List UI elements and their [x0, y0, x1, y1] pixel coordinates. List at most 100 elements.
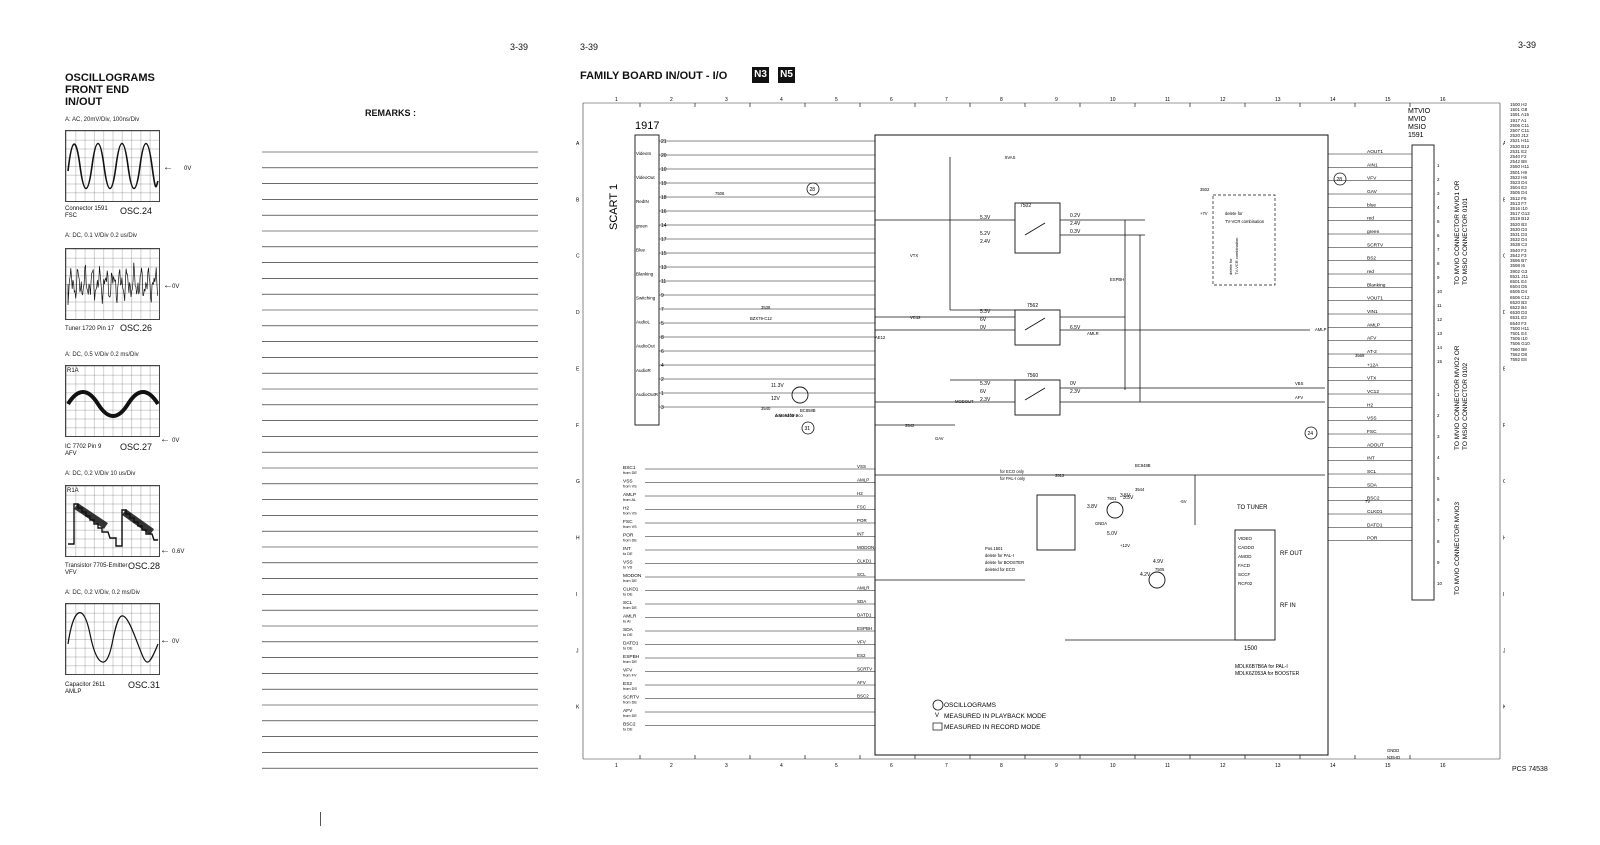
left-signal-source: from DE	[623, 606, 637, 610]
schematic-note: 3512	[1055, 473, 1065, 478]
scart-group-label: AudioL	[636, 320, 651, 325]
schematic-note: AMLP	[1315, 327, 1327, 332]
right-signal-label: VTX	[1367, 376, 1377, 382]
grid-column-label: 12	[1220, 97, 1226, 103]
osc-source-line: VFV	[65, 570, 77, 576]
schematic-note: deleted for ECO	[985, 567, 1016, 572]
left-signal-label: SCL	[623, 600, 633, 606]
bus-signal-label: BSC2	[857, 694, 869, 699]
grid-row-label: E	[576, 366, 580, 372]
scart-groups: VideoInVideoOutRedINgreenBlueBlankingSwi…	[636, 151, 659, 397]
schematic-note: 3538	[761, 305, 771, 310]
index-entry: 7500 H11	[1510, 325, 1530, 331]
left-signal-source: from VS	[623, 512, 637, 516]
oscillogram-screen	[65, 130, 160, 202]
scart-group-label: Switching	[636, 296, 656, 301]
osc-ref-circle-icon	[1304, 426, 1318, 440]
left-signal-label: ES2	[623, 681, 632, 687]
legend: OSCILLOGRAMS V MEASURED IN PLAYBACK MODE…	[932, 699, 1047, 731]
index-entry: 3531 D3	[1510, 232, 1528, 238]
connector-pin-number: 6	[1437, 497, 1440, 502]
connector-pin-number: 4	[1437, 455, 1440, 460]
index-entry: 3598 I6	[1510, 263, 1526, 269]
left-signal-label: DATD1	[623, 641, 639, 647]
schematic-note: 5VAS	[1005, 155, 1016, 160]
osc-ref-circle-icon	[1333, 172, 1347, 186]
bus-signal-label: CLKD1	[857, 559, 872, 564]
grid-column-label: 14	[1330, 763, 1336, 769]
schematic-note: BC848B	[1135, 463, 1151, 468]
index-entry: 6530 D3	[1510, 310, 1528, 316]
legend-v-icon: V	[935, 713, 939, 719]
right-signal-label: VC12	[1367, 389, 1379, 395]
index-entry: 6520 B3	[1510, 299, 1527, 305]
ic-7502	[1014, 202, 1061, 254]
bus-signal-label: ES2	[857, 653, 866, 658]
osc-id: OSC.28	[128, 561, 161, 571]
left-signal-source: to VS	[623, 566, 633, 570]
connector-title-line: MTVIO	[1408, 108, 1431, 115]
scart-pin-number: 8	[661, 335, 664, 341]
board-outline	[874, 134, 1329, 756]
scart-pin-number: 4	[661, 363, 664, 369]
index-entry: 2506 C11	[1510, 122, 1530, 128]
osc-source: Tuner 1720 Pin 17	[65, 326, 114, 333]
oscillogram-screen: R1A	[65, 485, 160, 557]
index-entry: 6504 D5	[1510, 284, 1528, 290]
scart-pin-number: 7	[661, 307, 664, 313]
connector-pin-number: 12	[1437, 317, 1443, 322]
transistor-7506	[1148, 571, 1166, 589]
index-entry: 1917 A1	[1510, 117, 1527, 123]
grid-column-label: 13	[1275, 97, 1281, 103]
left-signal-source: from VS	[623, 525, 637, 529]
index-entry: 6531 E3	[1510, 315, 1527, 321]
schematic-note: 3542	[905, 423, 915, 428]
right-signal-label: Blanking	[1367, 282, 1386, 288]
left-signal-label: H2	[623, 506, 629, 512]
right-signal-list: AOUT1AIN1VFVGAVblueredgreenSCRTVBS2redBl…	[1328, 149, 1412, 542]
osc-source-line: AFV	[65, 451, 77, 457]
left-signal-label: BSC2	[623, 722, 636, 728]
grid-row-label: B	[576, 197, 580, 203]
scart-pin-number: 15	[661, 251, 667, 257]
connector-pin-number: 2	[1437, 413, 1440, 418]
osc-id: OSC.24	[120, 206, 153, 216]
grid-column-label: 6	[890, 763, 893, 769]
side-label: TO MVIO CONNECTOR MVIO1 OR	[1454, 180, 1461, 285]
index-entry: 3596 B7	[1510, 258, 1527, 264]
osc-ref-number: 28	[1337, 177, 1343, 183]
schematic-note: ESPBH	[1110, 277, 1124, 282]
schematic-title: FAMILY BOARD IN/OUT - I/O	[580, 70, 728, 82]
connector-title-line: MVIO	[1408, 116, 1426, 123]
connector-pin-number: 15	[1437, 359, 1443, 364]
voltage-label: 2.3V	[1070, 389, 1081, 395]
index-entry: 3505 D4	[1510, 190, 1528, 196]
grid-column-label: 9	[1055, 763, 1058, 769]
grid-row-label: I	[576, 592, 577, 598]
oscillogram-screen: R1A	[65, 365, 160, 437]
index-entry: 3501 H9	[1510, 169, 1528, 175]
left-signal-source: to DE	[623, 728, 633, 732]
right-signal-label: ADOUT	[1367, 442, 1384, 448]
scart-pin-number: 1	[661, 391, 664, 397]
grid-column-label: 12	[1220, 763, 1226, 769]
connector-pin-number: 1	[1437, 163, 1440, 168]
index-entry: 3538 C3	[1510, 242, 1528, 248]
osc-source-line: AMLP	[65, 689, 82, 695]
schematic-note: 3569	[1355, 353, 1365, 358]
left-signal-source: from DE	[623, 579, 637, 583]
grid-column-label: 15	[1385, 97, 1391, 103]
voltage-label: 5.3V	[980, 381, 991, 387]
index-entry: 3520 B3	[1510, 221, 1527, 227]
schematic-note: +7V	[1200, 211, 1208, 216]
scart-group-label: green	[636, 223, 648, 228]
left-signal-source: to DE	[623, 593, 633, 597]
oscillogram-screen	[65, 248, 160, 320]
scart-pin-number: 19	[661, 181, 667, 187]
osc-source-line: Capacitor 2611	[65, 682, 106, 688]
bus-signal-label: VFV	[857, 640, 866, 645]
badge-n3: N3	[752, 67, 769, 83]
grid-row-label: B	[1503, 197, 1505, 203]
right-signal-label: H2	[1367, 402, 1373, 408]
